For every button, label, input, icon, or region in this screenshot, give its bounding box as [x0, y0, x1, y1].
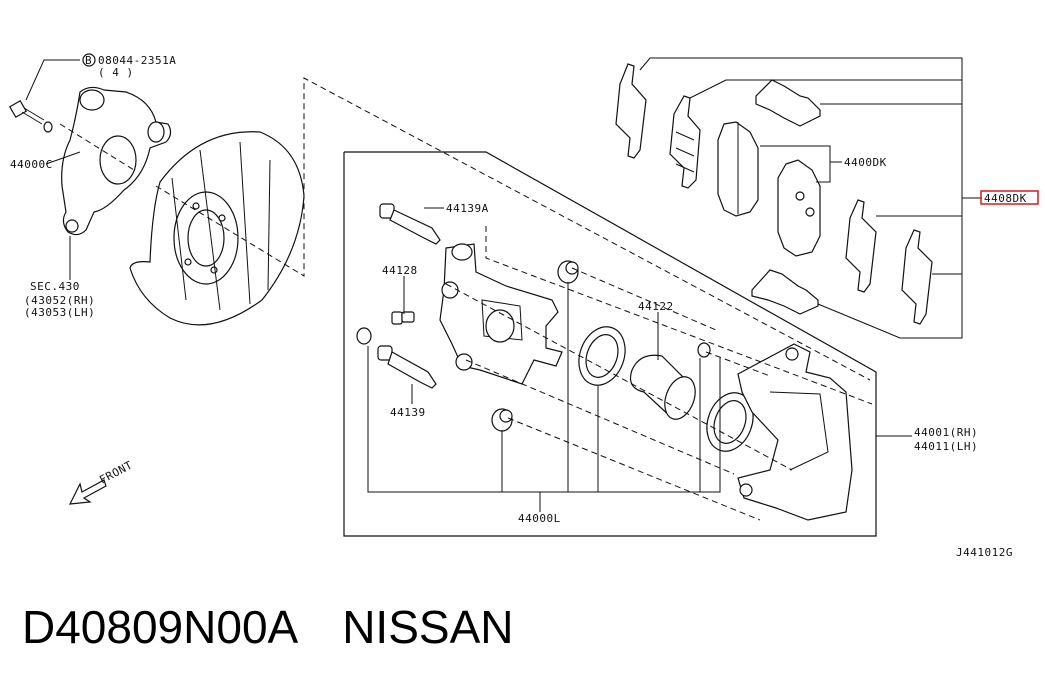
sec-rh-label: (43052(RH)	[24, 294, 95, 307]
bolt-qty-label: ( 4 )	[98, 66, 134, 79]
bolt-ref-label: 08044-2351A	[98, 54, 176, 67]
front-label: FRONT	[97, 458, 135, 486]
pad-shim-outer	[615, 63, 647, 159]
pin-bolt-44139	[356, 327, 437, 389]
pad-shim-inner	[669, 95, 701, 189]
pad-shim-right-1	[845, 199, 877, 293]
caliper-lh-label: 44011(LH)	[914, 440, 978, 453]
boot-lower	[491, 408, 513, 432]
pin-bolt-a-label: 44139A	[446, 202, 489, 215]
brake-pad-outer	[717, 121, 759, 217]
pad-clip-upper	[755, 79, 821, 127]
hardware-kit-label: 4408DK	[984, 192, 1027, 205]
caliper-frame	[343, 151, 877, 537]
sec-label: SEC.430	[30, 280, 80, 293]
piston-44122	[629, 354, 696, 420]
pad-kit-label: 4400DK	[844, 156, 887, 169]
steering-knuckle	[61, 86, 172, 236]
brake-caliper-diagram: B 08044-2351A ( 4 ) 44000C SEC.430 (4305…	[8, 53, 1039, 559]
pin-bolt-label: 44139	[390, 406, 426, 419]
pad-shim-right-2	[901, 229, 933, 325]
boot-small	[697, 342, 711, 358]
washer-label: 44000C	[10, 158, 53, 171]
piston-label: 44122	[638, 300, 674, 313]
backing-plate	[129, 131, 305, 326]
piston-seal	[578, 326, 626, 386]
bolt-marker-circle	[82, 53, 96, 67]
pad-clip-lower	[751, 269, 819, 315]
brake-pad-inner	[777, 159, 821, 257]
bolt-marker-label: B	[85, 54, 92, 67]
pin-bolt-44139a	[379, 203, 441, 245]
seal-kit-label: 44000L	[518, 512, 561, 525]
boot-upper	[557, 260, 579, 284]
front-arrow	[68, 479, 107, 505]
caliper-rh-label: 44001(RH)	[914, 426, 978, 439]
footer: D40809N00A NISSAN	[22, 600, 513, 660]
brand-name: NISSAN	[342, 601, 514, 653]
bolt-08044	[8, 99, 53, 133]
drawing-code-label: J441012G	[956, 546, 1013, 559]
part-number: D40809N00A	[22, 601, 299, 653]
sec-lh-label: (43053(LH)	[24, 306, 95, 319]
bleeder-44128	[391, 311, 415, 325]
bleeder-label: 44128	[382, 264, 418, 277]
hardware-kit-highlight	[980, 190, 1039, 205]
caliper-housing	[737, 343, 853, 521]
